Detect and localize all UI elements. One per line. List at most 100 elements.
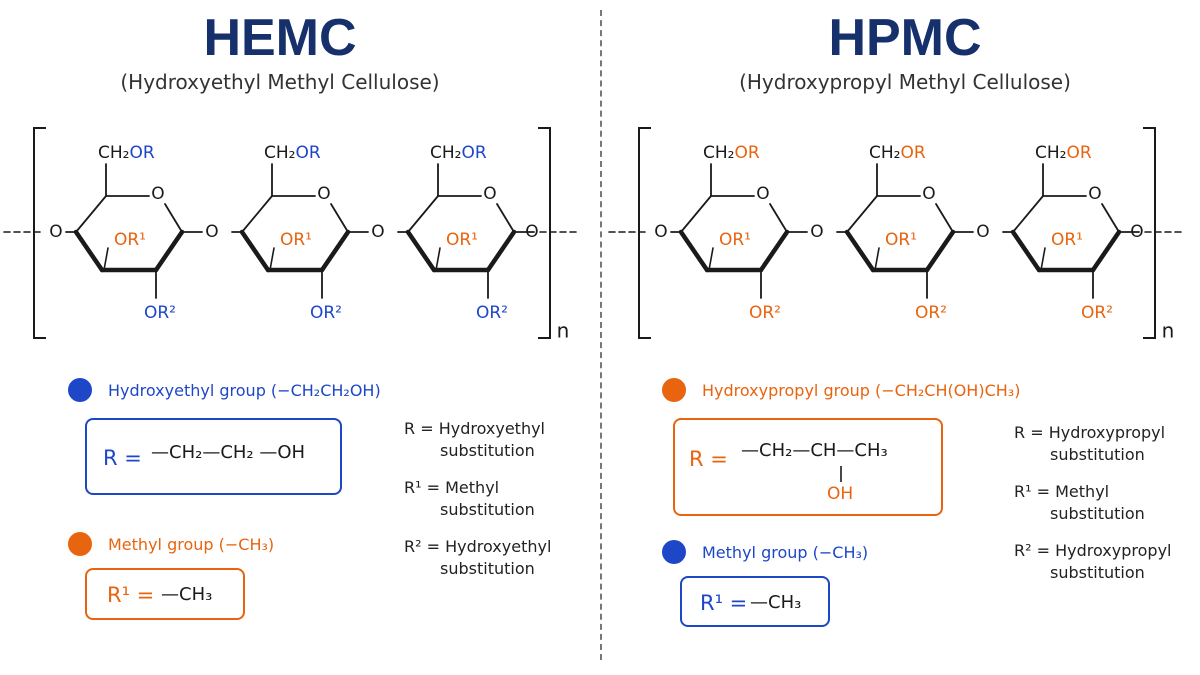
ring-bond (496, 203, 515, 233)
legend-dot-icon (662, 378, 686, 402)
or2-label: OR² (476, 303, 508, 323)
ch2or-label: CH₂OR (869, 143, 926, 163)
definition-item: R² = Hydroxyethyl substitution (404, 536, 551, 580)
legend-label: Methyl group (−CH₃) (108, 534, 275, 554)
definition-line2: substitution (1050, 504, 1145, 523)
or1-label: OR¹ (446, 230, 478, 250)
right-bracket-icon (538, 127, 551, 339)
ring-bond-bold (924, 229, 956, 273)
left-bracket-icon (638, 127, 651, 339)
hemc-title: HEMC (203, 9, 357, 67)
ring-bond-bold (1010, 229, 1042, 273)
formula-lhs: R = (689, 447, 728, 471)
ring-bond (1012, 195, 1044, 233)
hpmc-subtitle: (Hydroxypropyl Methyl Cellulose) (739, 70, 1071, 94)
definition-line1: Hydroxypropyl (1048, 423, 1166, 442)
or2-label: OR² (144, 303, 176, 323)
or1-label: OR¹ (719, 230, 751, 250)
formula-chain: —CH₂—CH₂ —OH (151, 442, 306, 463)
ring-bond-bold (485, 229, 517, 273)
or1-label: OR¹ (885, 230, 917, 250)
ring-bond-bold (844, 229, 876, 273)
substituent-bond (874, 247, 880, 271)
ch2or-label: CH₂OR (430, 143, 487, 163)
formula-branch-bond (840, 466, 842, 482)
legend-label: Hydroxypropyl group (−CH₂CH(OH)CH₃) (702, 380, 1021, 400)
definition-symbol: R² = (404, 537, 441, 556)
definition-line1: Hydroxyethyl (445, 537, 552, 556)
legend-dot-icon (662, 540, 686, 564)
definition-line2: substitution (1050, 563, 1145, 582)
formula-rhs: —CH₃ (750, 592, 802, 613)
ch2or-label: CH₂OR (98, 143, 155, 163)
left-bracket-icon (33, 127, 46, 339)
hpmc-legend-methyl: Methyl group (−CH₃) (662, 540, 868, 564)
definition-item: R = Hydroxyethyl substitution (404, 418, 551, 462)
ring-bond-bold (239, 229, 271, 273)
formula-lhs: R¹ = (107, 583, 155, 607)
ring-bond (407, 195, 439, 233)
bridge-oxygen-label: O (654, 222, 667, 242)
definition-item: R¹ = Methyl substitution (404, 477, 551, 521)
repeat-index-label: n (557, 319, 570, 343)
ring-bond-bold (405, 229, 437, 273)
ring-bond (330, 203, 349, 233)
formula-lhs: R¹ = (700, 591, 748, 615)
ring-bond (164, 203, 183, 233)
definition-line2: substitution (440, 441, 535, 460)
formula-rhs: —CH₃ (161, 584, 213, 605)
definition-item: R² = Hydroxypropyl substitution (1014, 540, 1171, 584)
definition-symbol: R = (1014, 423, 1044, 442)
ring-bond-bold (153, 229, 185, 273)
hpmc-definitions: R = Hydroxypropyl substitution R¹ = Meth… (1014, 422, 1171, 599)
or2-label: OR² (1081, 303, 1113, 323)
ring-bond (769, 203, 788, 233)
hpmc-legend-hydroxypropyl: Hydroxypropyl group (−CH₂CH(OH)CH₃) (662, 378, 1020, 402)
or2-label: OR² (310, 303, 342, 323)
substituent-bond (708, 247, 714, 271)
bridge-oxygen-label: O (49, 222, 62, 242)
bridge-oxygen-label: O (371, 222, 384, 242)
ch2or-label: CH₂OR (703, 143, 760, 163)
definition-line1: Methyl (445, 478, 500, 497)
ring-bond-bold (73, 229, 105, 273)
hpmc-title: HPMC (828, 9, 982, 67)
bridge-oxygen-label: O (205, 222, 218, 242)
ring-oxygen-label: O (317, 184, 330, 204)
or2-label: OR² (749, 303, 781, 323)
repeat-index-label: n (1162, 319, 1175, 343)
substituent-bond (269, 247, 275, 271)
definition-line2: substitution (440, 500, 535, 519)
definition-symbol: R = (404, 419, 434, 438)
hemc-r1-formula-box: R¹ = —CH₃ (85, 568, 245, 620)
ring-bond (935, 203, 954, 233)
ch2or-label: CH₂OR (264, 143, 321, 163)
definition-line1: Methyl (1055, 482, 1110, 501)
definition-line1: Hydroxyethyl (438, 419, 545, 438)
hemc-r-formula-box: R = —CH₂—CH₂ —OH (85, 418, 342, 495)
bridge-oxygen-label: O (810, 222, 823, 242)
or2-label: OR² (915, 303, 947, 323)
definition-line1: Hydroxypropyl (1055, 541, 1172, 560)
panel-divider (600, 10, 602, 660)
ch2or-label: CH₂OR (1035, 143, 1092, 163)
ring-oxygen-label: O (922, 184, 935, 204)
definition-line2: substitution (440, 559, 535, 578)
ring-bond (846, 195, 878, 233)
bridge-oxygen-label: O (976, 222, 989, 242)
hpmc-r-formula-box: R = —CH₂—CH—CH₃ OH (673, 418, 943, 516)
or1-label: OR¹ (280, 230, 312, 250)
hemc-legend-hydroxyethyl: Hydroxyethyl group (−CH₂CH₂OH) (68, 378, 381, 402)
definition-line2: substitution (1050, 445, 1145, 464)
or1-label: OR¹ (1051, 230, 1083, 250)
ring-bond (680, 195, 712, 233)
ring-oxygen-label: O (483, 184, 496, 204)
definition-symbol: R¹ = (404, 478, 441, 497)
substituent-bond (435, 247, 441, 271)
formula-lhs: R = (103, 446, 142, 470)
substituent-bond (103, 247, 109, 271)
definition-symbol: R¹ = (1014, 482, 1051, 501)
